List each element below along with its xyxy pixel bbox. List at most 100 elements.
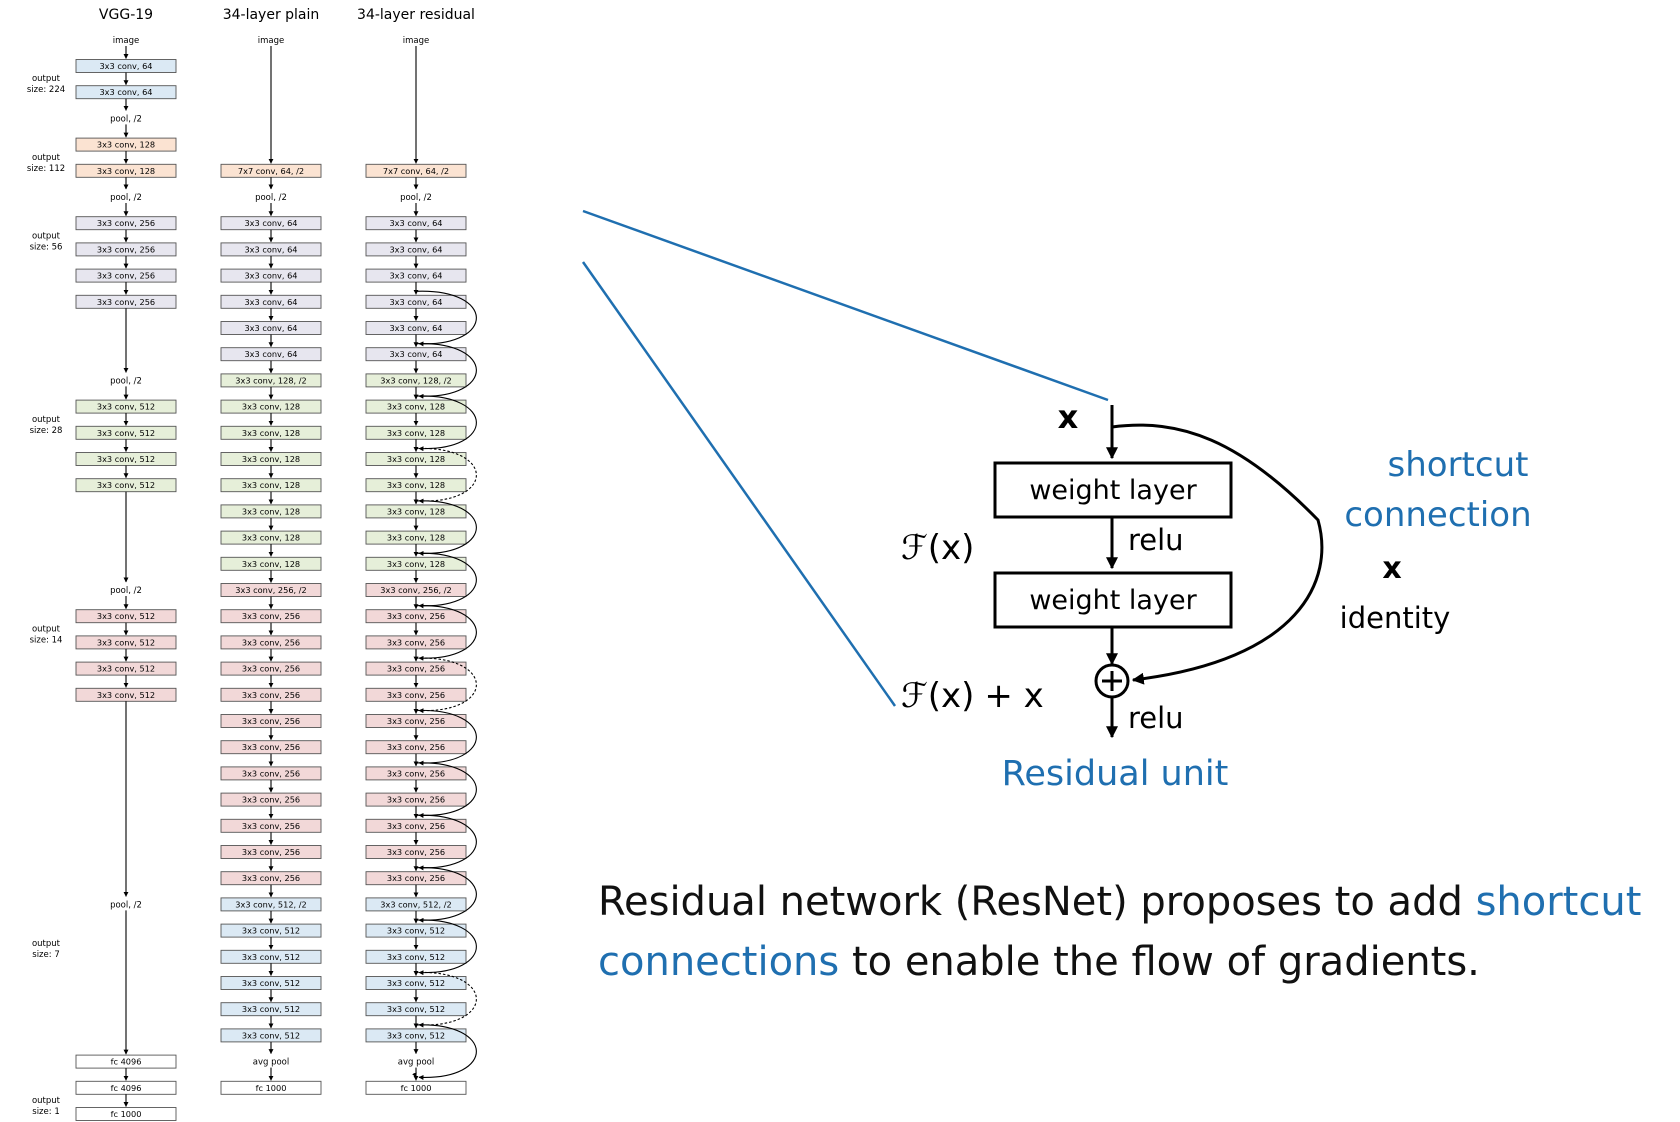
residual-layer-label: 7x7 conv, 64, /2 xyxy=(383,166,449,176)
residual-shortcut-arrow xyxy=(415,290,477,347)
plain-layer-label: 3x3 conv, 256 xyxy=(242,873,300,883)
residual-pool-label: avg pool xyxy=(398,1058,435,1068)
output-size-line1: output xyxy=(32,1096,61,1106)
vgg-title: VGG-19 xyxy=(99,7,153,23)
plain-layer-label: 3x3 conv, 64 xyxy=(244,244,297,254)
plain-layer-label: 3x3 conv, 128 xyxy=(242,559,300,569)
residual-layer-label: 3x3 conv, 128 xyxy=(387,454,445,464)
plain-layer-label: 3x3 conv, 128 xyxy=(242,402,300,412)
residual-layer-label: 3x3 conv, 128, /2 xyxy=(380,375,451,385)
plain-layer-label: 3x3 conv, 256 xyxy=(242,821,300,831)
plain-layer-label: 3x3 conv, 256 xyxy=(242,690,300,700)
output-size-line2: size: 7 xyxy=(32,950,59,960)
residual-shortcut-arrow xyxy=(415,919,477,976)
residual-input-label: image xyxy=(403,36,429,46)
vgg-layer-label: fc 4096 xyxy=(111,1057,142,1067)
vgg-pool-label: pool, /2 xyxy=(110,900,142,910)
vgg-layer-label: 3x3 conv, 512 xyxy=(97,402,155,412)
plain-layer-label: 3x3 conv, 256 xyxy=(242,847,300,857)
plain-layer-label: 3x3 conv, 512 xyxy=(242,952,300,962)
plain-layer-label: 3x3 conv, 128 xyxy=(242,428,300,438)
vgg-layer-label: 3x3 conv, 512 xyxy=(97,611,155,621)
plain-layer-label: 3x3 conv, 64 xyxy=(244,297,297,307)
residual-layer-label: 3x3 conv, 128 xyxy=(387,428,445,438)
residual-layer-label: 3x3 conv, 256, /2 xyxy=(380,585,451,595)
plain-layer-label: 3x3 conv, 512 xyxy=(242,978,300,988)
residual-layer-label: 3x3 conv, 512 xyxy=(387,978,445,988)
residual-layer-label: 3x3 conv, 64 xyxy=(389,271,442,281)
vgg-layer-label: 3x3 conv, 256 xyxy=(97,297,155,307)
plain-layer-label: 3x3 conv, 512, /2 xyxy=(235,899,306,909)
residual-layer-label: 3x3 conv, 64 xyxy=(389,218,442,228)
output-size-line2: size: 112 xyxy=(27,164,65,174)
residual-layer-label: 3x3 conv, 128 xyxy=(387,559,445,569)
zoom-line-bottom xyxy=(581,261,897,707)
identity-label: identity xyxy=(1340,601,1451,635)
residual-pool-label: pool, /2 xyxy=(400,193,432,203)
zoom-line-top xyxy=(582,209,1109,402)
vgg-layer-label: 3x3 conv, 512 xyxy=(97,637,155,647)
residual-layer-label: 3x3 conv, 128 xyxy=(387,506,445,516)
vgg-layer-label: 3x3 conv, 256 xyxy=(97,244,155,254)
residual-shortcut-arrow xyxy=(415,552,477,609)
plain-pool-label: pool, /2 xyxy=(255,193,287,203)
plain-layer-label: 3x3 conv, 256 xyxy=(242,611,300,621)
plain-layer-label: 3x3 conv, 128, /2 xyxy=(235,375,306,385)
residual-layer-label: 3x3 conv, 512 xyxy=(387,952,445,962)
shortcut-label-line2: connection xyxy=(1344,495,1531,535)
residual-layer-label: 3x3 conv, 64 xyxy=(389,349,442,359)
plain-layer-label: 3x3 conv, 64 xyxy=(244,218,297,228)
plain-layer-label: 3x3 conv, 256 xyxy=(242,664,300,674)
residual-layer-label: 3x3 conv, 512 xyxy=(387,1030,445,1040)
relu-mid-label: relu xyxy=(1128,523,1184,557)
weight-layer-1 xyxy=(993,461,1233,519)
residual-layer-label: 3x3 conv, 256 xyxy=(387,716,445,726)
residual-layer-label: 3x3 conv, 256 xyxy=(387,795,445,805)
residual-title: 34-layer residual xyxy=(357,7,475,23)
residual-layer-label: 3x3 conv, 64 xyxy=(389,244,442,254)
output-size-line2: size: 28 xyxy=(30,426,63,436)
caption-highlight: shortcut connections xyxy=(598,879,1642,985)
plain-layer-label: 3x3 conv, 128 xyxy=(242,533,300,543)
output-size-line2: size: 14 xyxy=(30,635,63,645)
residual-layer-label: 3x3 conv, 256 xyxy=(387,664,445,674)
vgg-layer-label: 3x3 conv, 64 xyxy=(99,87,152,97)
vgg-layer-label: 3x3 conv, 256 xyxy=(97,271,155,281)
plain-layer-label: 7x7 conv, 64, /2 xyxy=(238,166,304,176)
vgg-input-label: image xyxy=(113,36,139,46)
input-x-label: x xyxy=(1058,398,1079,436)
residual-unit: x weight layer relu weight layer relu sh… xyxy=(901,398,1532,794)
residual-layer-label: 3x3 conv, 256 xyxy=(387,690,445,700)
plain-layer-label: 3x3 conv, 256 xyxy=(242,637,300,647)
residual-layer-label: 3x3 conv, 256 xyxy=(387,847,445,857)
residual-layer-label: 3x3 conv, 256 xyxy=(387,611,445,621)
residual-layer-label: 3x3 conv, 64 xyxy=(389,323,442,333)
plain-title: 34-layer plain xyxy=(223,7,320,23)
residual-layer-label: 3x3 conv, 128 xyxy=(387,480,445,490)
weight-layer-1-label: weight layer xyxy=(1029,475,1197,506)
output-size-line1: output xyxy=(32,415,61,425)
residual-shortcut-arrow xyxy=(415,500,477,556)
residual-layer-label: 3x3 conv, 256 xyxy=(387,637,445,647)
plain-layer-box xyxy=(220,1080,322,1095)
residual-layer-label: 3x3 conv, 64 xyxy=(389,297,442,307)
residual-layer-label: 3x3 conv, 128 xyxy=(387,402,445,412)
plain-layer-label: 3x3 conv, 256 xyxy=(242,742,300,752)
caption-part1: Residual network (ResNet) proposes to ad… xyxy=(598,879,1476,925)
vgg-layer-label: 3x3 conv, 512 xyxy=(97,454,155,464)
residual-shortcut-arrow xyxy=(415,1024,477,1080)
plain-layer-label: 3x3 conv, 64 xyxy=(244,271,297,281)
vgg-layer-label: 3x3 conv, 512 xyxy=(97,480,155,490)
plain-layer-label: 3x3 conv, 128 xyxy=(242,480,300,490)
vgg-pool-label: pool, /2 xyxy=(110,193,142,203)
shortcut-curve xyxy=(1111,423,1324,685)
plain-layer-label: 3x3 conv, 128 xyxy=(242,506,300,516)
vgg-layer-label: 3x3 conv, 128 xyxy=(97,140,155,150)
vgg-layer-label: 3x3 conv, 512 xyxy=(97,428,155,438)
caption-part2: to enable the flow of gradients. xyxy=(839,939,1480,985)
fx-label: ℱ(x) xyxy=(901,528,974,568)
vgg-layer-label: fc 4096 xyxy=(111,1083,142,1093)
plain-layer-label: 3x3 conv, 64 xyxy=(244,323,297,333)
